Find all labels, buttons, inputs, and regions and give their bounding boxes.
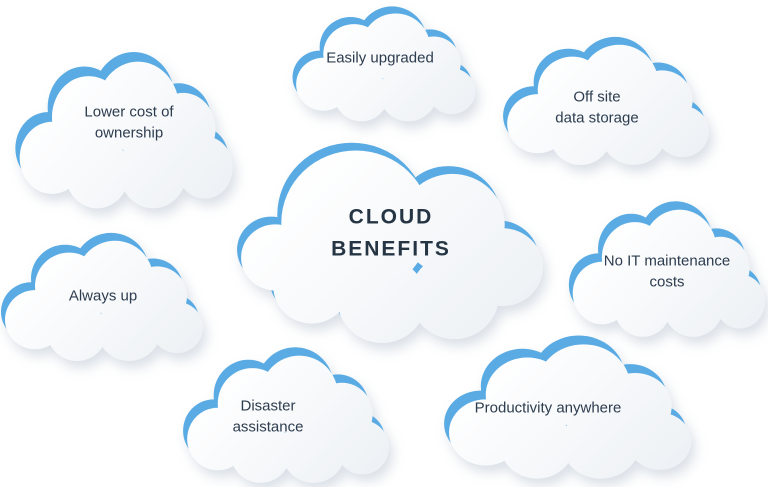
label-no-it-maintenance-costs: No IT maintenance costs [603, 252, 731, 291]
cloud-no-it-maintenance-costs: No IT maintenance costs [564, 196, 768, 340]
label-always-up: Always up [68, 287, 138, 305]
label-productivity-anywhere: Productivity anywhere [474, 399, 622, 417]
label-off-site-data-storage: Off site data storage [555, 88, 639, 127]
cloud-lower-cost-of-ownership: Lower cost of ownership [10, 46, 236, 212]
cloud-always-up: Always up [0, 228, 206, 364]
cloud-off-site-data-storage: Off site data storage [498, 32, 712, 168]
cloud-benefits-central-cloud: CLOUD BENEFITS [228, 134, 546, 344]
cloud-productivity-anywhere: Productivity anywhere [438, 330, 695, 482]
label-disaster-assistance: Disaster assistance [232, 397, 304, 436]
label-easily-upgraded: Easily upgraded [326, 49, 434, 67]
central-cloud-title: CLOUD BENEFITS [331, 205, 451, 261]
cloud-easily-upgraded: Easily upgraded [288, 2, 478, 124]
label-lower-cost-of-ownership: Lower cost of ownership [84, 103, 174, 142]
cloud-disaster-assistance: Disaster assistance [178, 342, 392, 486]
